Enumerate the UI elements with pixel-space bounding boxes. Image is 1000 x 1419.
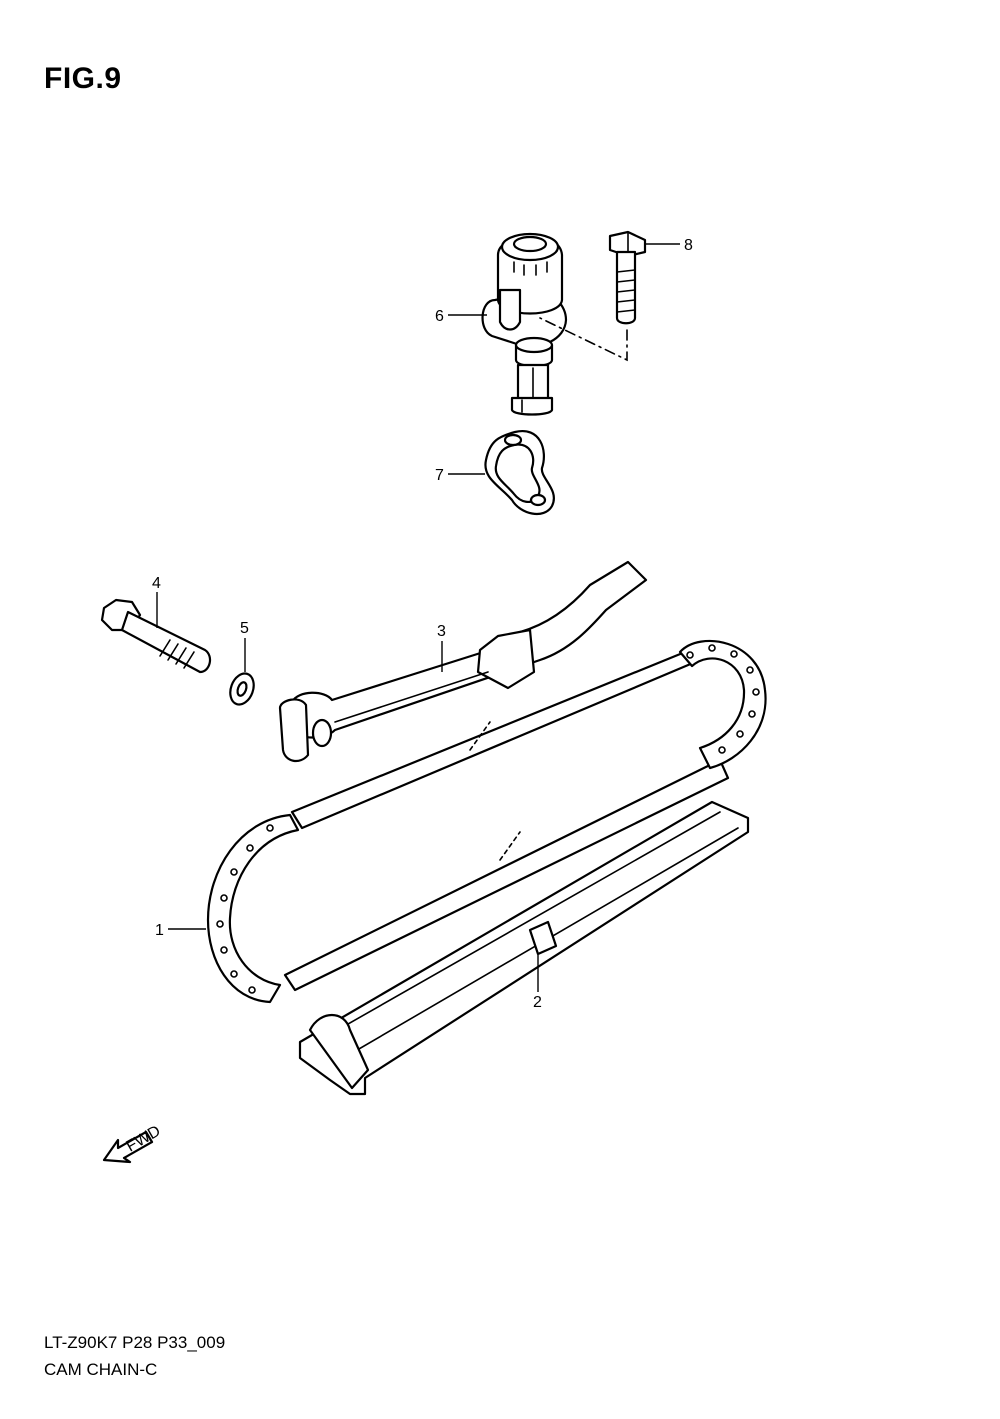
callout-label-6: 6	[435, 308, 444, 325]
model-code: LT-Z90K7 P28 P33_009	[44, 1333, 226, 1352]
section-name: CAM CHAIN-C	[44, 1360, 158, 1379]
callout-label-1: 1	[155, 922, 164, 939]
part-4-bolt[interactable]	[100, 598, 212, 674]
part-6-tensioner-adjuster[interactable]	[481, 232, 568, 416]
callout-label-8: 8	[684, 237, 693, 254]
chain-links-right	[686, 644, 760, 754]
callout-3: 3	[437, 623, 446, 672]
callout-1: 1	[155, 922, 206, 939]
part-7-gasket[interactable]	[484, 429, 555, 516]
part-3-tensioner-arm[interactable]	[278, 560, 648, 763]
bolt-alignment-line	[539, 317, 628, 362]
callout-label-3: 3	[437, 623, 446, 640]
forward-arrow-icon: FWD	[102, 1123, 164, 1164]
callout-4: 4	[152, 575, 161, 628]
part-1-cam-chain[interactable]	[206, 639, 767, 1004]
callout-7: 7	[435, 467, 485, 484]
callout-label-2: 2	[533, 994, 542, 1011]
callout-2: 2	[533, 955, 542, 1011]
part-2-chain-guide[interactable]	[298, 800, 750, 1096]
callout-6: 6	[435, 308, 487, 325]
callout-label-7: 7	[435, 467, 444, 484]
figure-title: FIG.9	[44, 62, 122, 95]
fwd-label: FWD	[124, 1123, 164, 1156]
part-8-bolt[interactable]	[608, 230, 647, 325]
callout-label-5: 5	[240, 620, 249, 637]
callout-8: 8	[646, 237, 693, 254]
chain-links-left	[216, 824, 274, 994]
callout-label-4: 4	[152, 575, 161, 592]
callout-5: 5	[240, 620, 249, 672]
part-5-washer[interactable]	[226, 670, 258, 708]
